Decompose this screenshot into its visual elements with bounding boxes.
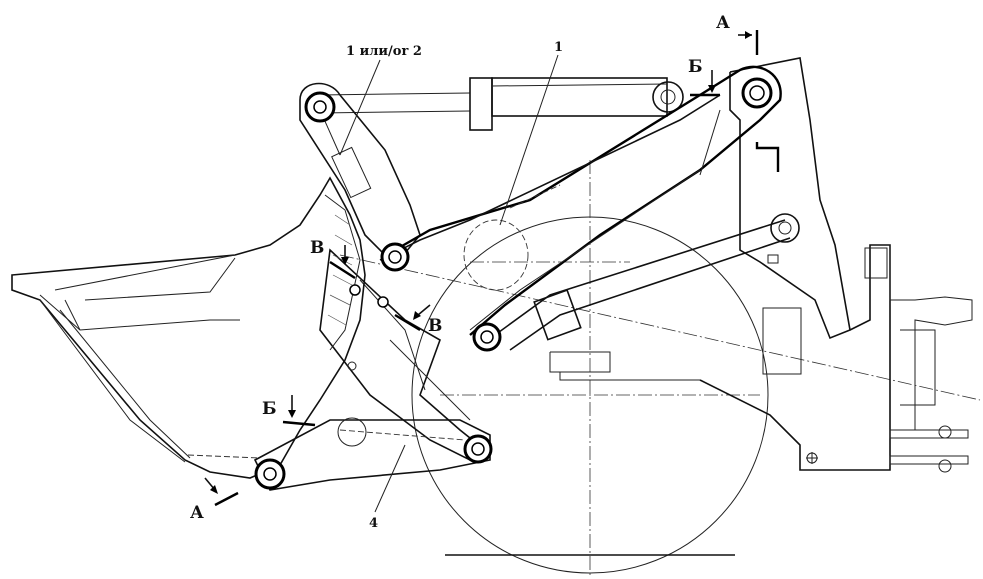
section-marks (204, 30, 759, 507)
callout-1: 1 (554, 40, 563, 55)
section-a-top-label: А (716, 13, 730, 33)
lower-arm (253, 417, 491, 491)
tilt-cylinder (319, 77, 684, 131)
leader-lines (339, 54, 559, 513)
callout-4: 4 (369, 516, 378, 531)
section-b-left-label: Б (262, 399, 277, 419)
callout-1-or-2: 1 или/or 2 (346, 44, 422, 59)
section-b-top-label: Б (688, 57, 703, 77)
hidden-pivot-circle (463, 219, 529, 291)
pivot-pins (254, 77, 773, 490)
lift-cylinder (494, 213, 800, 351)
front-frame (549, 57, 973, 473)
center-lines (339, 160, 981, 575)
section-v-upper-label: В (310, 238, 324, 258)
bucket (11, 176, 366, 479)
section-a-bottom-label: А (190, 503, 204, 523)
section-v-lower-label: В (428, 316, 442, 336)
boom-arm (379, 65, 782, 336)
